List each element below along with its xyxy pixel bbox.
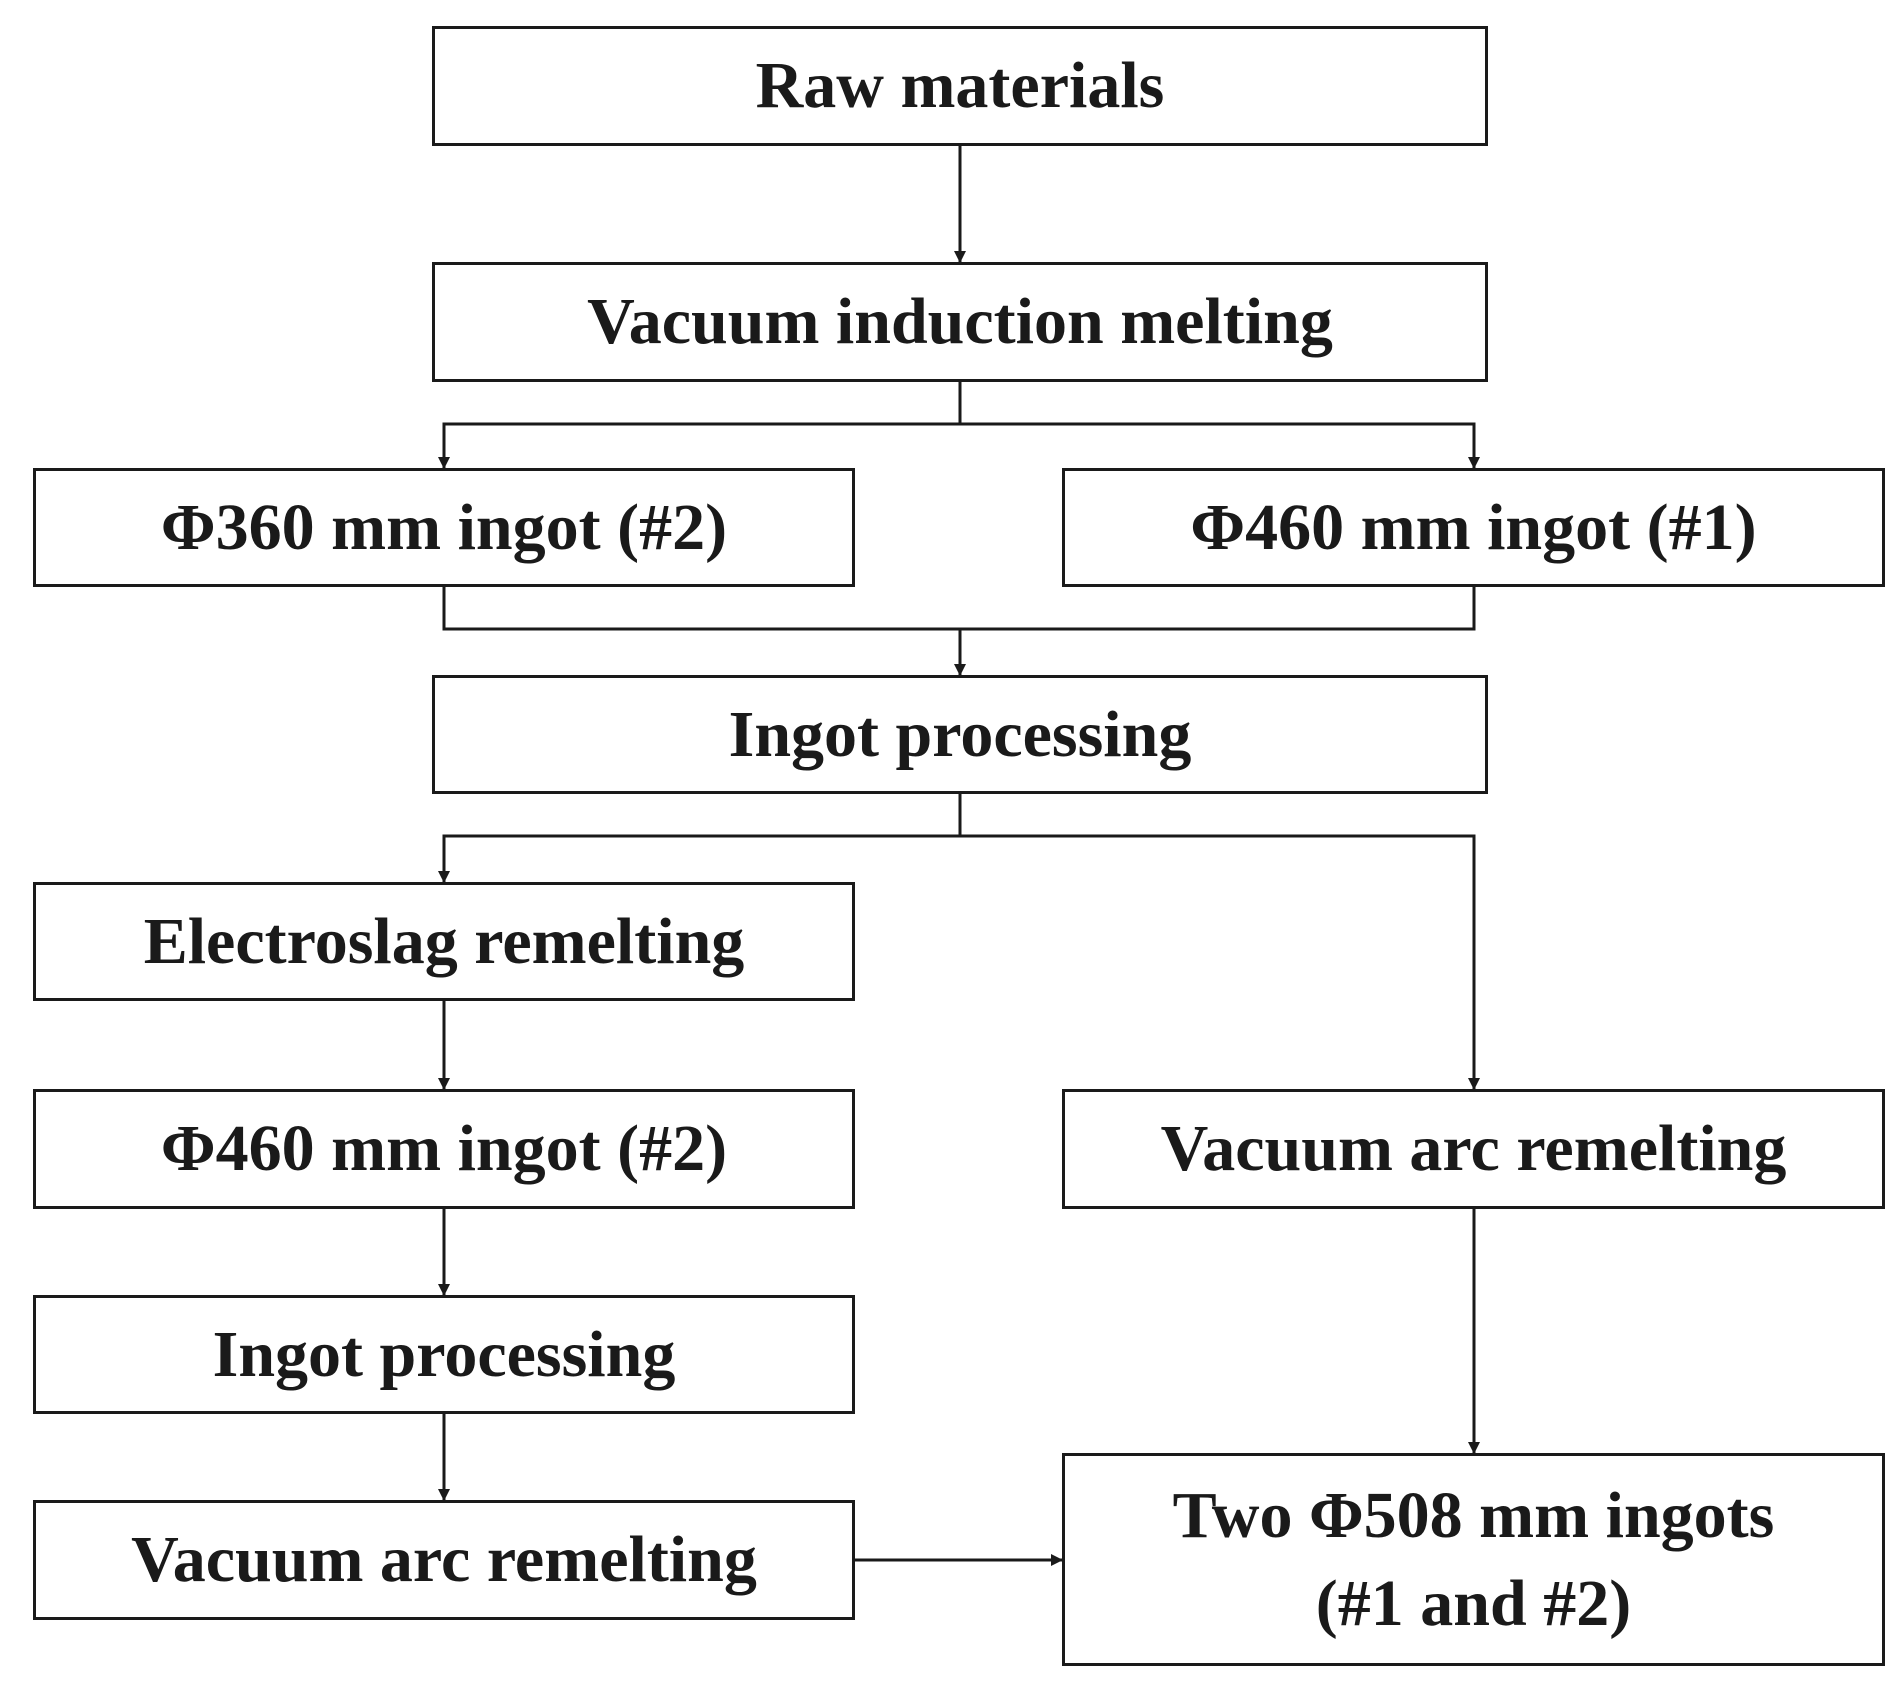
node-ingot-360-2: Φ360 mm ingot (#2): [33, 468, 855, 587]
node-vacuum-arc-remelting-left: Vacuum arc remelting: [33, 1500, 855, 1620]
node-label: Φ460 mm ingot (#2): [160, 1112, 728, 1186]
node-ingot-460-1: Φ460 mm ingot (#1): [1062, 468, 1885, 587]
node-vacuum-arc-remelting-right: Vacuum arc remelting: [1062, 1089, 1885, 1209]
node-ingot-460-2: Φ460 mm ingot (#2): [33, 1089, 855, 1209]
node-label: Φ360 mm ingot (#2): [160, 490, 728, 564]
arrow-processing-to-var-right: [960, 834, 1480, 1090]
node-vacuum-induction-melting: Vacuum induction melting: [432, 262, 1488, 382]
node-label-group: Two Φ508 mm ingots (#1 and #2): [1173, 1472, 1775, 1646]
arrow-vim-to-460-1: [960, 422, 1480, 469]
node-label: Vacuum induction melting: [587, 285, 1333, 359]
node-label: Vacuum arc remelting: [131, 1523, 757, 1597]
node-label-line-2: (#1 and #2): [1315, 1566, 1632, 1640]
node-label: Raw materials: [755, 49, 1165, 123]
node-label: Φ460 mm ingot (#1): [1190, 490, 1757, 564]
node-label-line-1: Two Φ508 mm ingots: [1172, 1479, 1775, 1553]
node-ingot-processing-2: Ingot processing: [33, 1295, 855, 1414]
node-raw-materials: Raw materials: [432, 26, 1488, 146]
node-final-ingots: Two Φ508 mm ingots (#1 and #2): [1062, 1453, 1885, 1666]
arrow-processing-to-esr: [438, 834, 960, 883]
node-label: Ingot processing: [212, 1317, 676, 1391]
node-label: Ingot processing: [728, 697, 1192, 771]
node-electroslag-remelting: Electroslag remelting: [33, 882, 855, 1001]
node-label: Vacuum arc remelting: [1160, 1112, 1787, 1186]
node-label: Electroslag remelting: [143, 904, 745, 978]
arrow-vim-to-360: [438, 422, 960, 469]
node-ingot-processing-1: Ingot processing: [432, 675, 1488, 794]
connector-merge-ingots: [442, 587, 1476, 631]
